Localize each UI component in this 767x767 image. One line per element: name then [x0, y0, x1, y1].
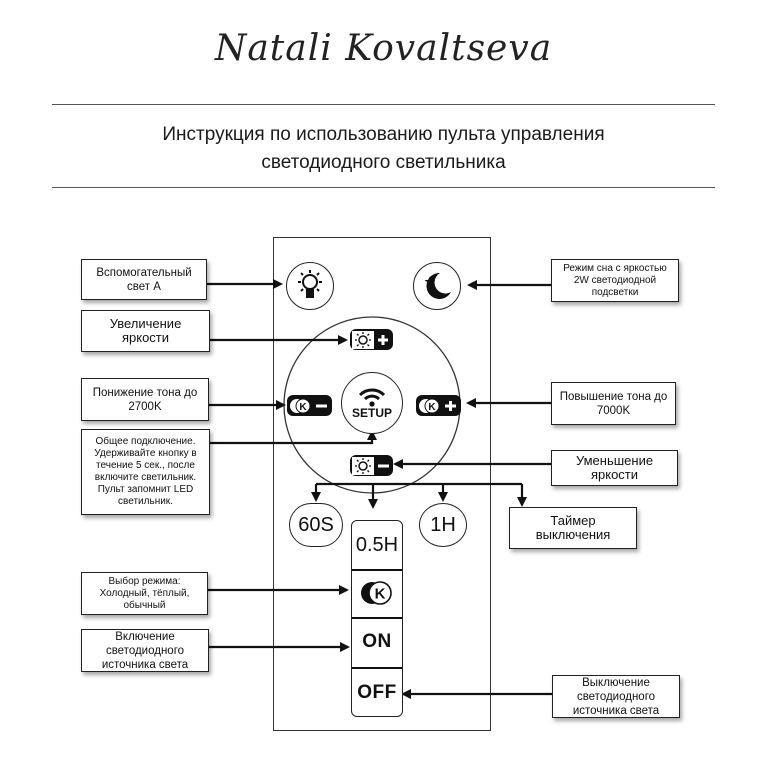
- wifi-icon: [358, 388, 386, 407]
- moon-star-icon: [424, 272, 451, 299]
- setup-label: SETUP: [351, 405, 392, 420]
- column-divider: [352, 569, 402, 571]
- mode-select-button[interactable]: K: [352, 573, 402, 613]
- setup-button[interactable]: SETUP: [341, 372, 403, 434]
- aux-light-button[interactable]: [286, 262, 334, 310]
- svg-text:K: K: [299, 402, 307, 413]
- timer-1h-button[interactable]: 1H: [419, 503, 467, 547]
- label-brightness-up: Увеличение яркости: [81, 310, 210, 352]
- sleep-mode-button[interactable]: [413, 262, 461, 310]
- column-divider: [352, 667, 402, 669]
- label-tone-up: Повышение тона до 7000K: [551, 382, 676, 425]
- label-pairing: Общее подключение. Удерживайте кнопку в …: [81, 429, 210, 515]
- label-led-off: Выключение светодиодного источника света: [552, 675, 680, 718]
- label-sleep-mode: Режим сна с яркостью 2W светодиодной под…: [551, 259, 679, 302]
- mode-power-column: 0.5H K ON OFF: [351, 520, 403, 717]
- page-title-line1: Инструкция по использованию пульта управ…: [162, 124, 605, 145]
- k-plus-icon: K: [418, 398, 456, 413]
- k-mode-icon: K: [361, 581, 392, 605]
- top-divider: [52, 104, 715, 105]
- timer-05h-button[interactable]: 0.5H: [355, 533, 399, 556]
- label-aux-light: Вспомогательный свет А: [81, 259, 207, 300]
- off-button[interactable]: OFF: [357, 682, 397, 703]
- timer-60s-button[interactable]: 60S: [289, 503, 343, 547]
- on-button[interactable]: ON: [362, 631, 392, 652]
- brand-logo: Natali Kovaltseva: [214, 28, 553, 69]
- label-off-timer: Таймер выключения: [509, 507, 637, 549]
- lightbulb-icon: [298, 270, 322, 298]
- k-letter: K: [375, 586, 386, 603]
- label-tone-down: Понижение тона до 2700K: [81, 378, 209, 421]
- sun-plus-icon: [351, 330, 388, 349]
- brightness-up-button[interactable]: [350, 329, 393, 350]
- tone-down-button[interactable]: K: [287, 395, 332, 416]
- label-mode-select: Выбор режима: Холодный, тёплый, обычный: [81, 572, 208, 615]
- page-title-line2: светодиодного светильника: [261, 152, 506, 173]
- column-divider: [352, 617, 402, 619]
- bottom-divider: [52, 187, 715, 188]
- label-brightness-down: Уменьшение яркости: [551, 450, 678, 486]
- label-led-on: Включение светодиодного источника света: [81, 629, 209, 672]
- k-minus-icon: K: [289, 398, 327, 413]
- brightness-down-button[interactable]: [350, 455, 393, 476]
- svg-text:K: K: [428, 402, 436, 413]
- sun-minus-icon: [351, 456, 389, 475]
- tone-up-button[interactable]: K: [416, 395, 461, 416]
